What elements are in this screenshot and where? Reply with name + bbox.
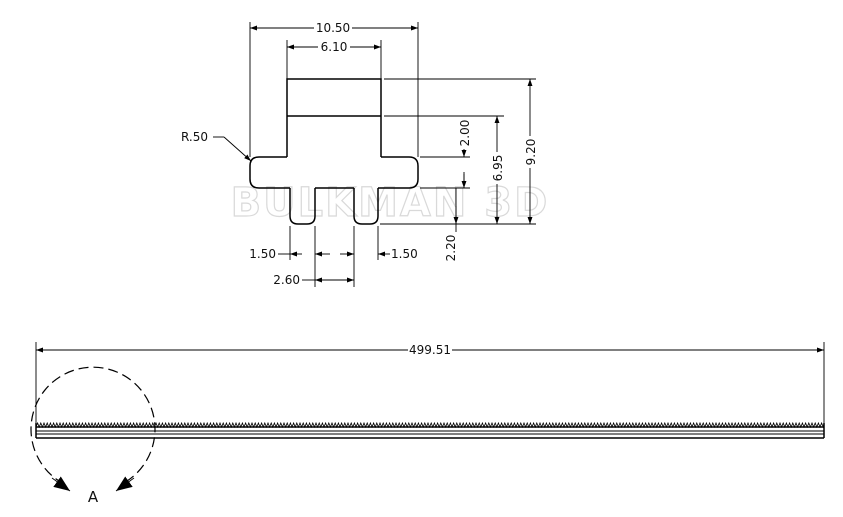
foot-height-label: 2.20	[444, 235, 458, 262]
overall-height-label: 9.20	[524, 139, 538, 166]
dimension-foot-right: 1.50	[340, 247, 418, 261]
foot-left-label: 1.50	[249, 247, 276, 261]
right-extension-lines	[380, 78, 536, 225]
dimension-foot-left: 1.50	[249, 247, 330, 261]
dimension-flange-height: 2.00	[458, 117, 473, 188]
dimension-overall-width: 10.50	[249, 21, 419, 157]
foot-gap-label: 2.60	[273, 273, 300, 287]
rack-length-label: 499.51	[409, 343, 451, 357]
height-to-flange-label: 6.95	[491, 155, 505, 182]
dimension-height-to-flange: 6.95	[491, 116, 506, 224]
rack-teeth	[35, 421, 825, 429]
dimension-rack-length: 499.51	[35, 342, 825, 438]
detail-view-callout: A	[30, 366, 156, 506]
dimension-corner-radius: R.50	[181, 130, 252, 162]
foot-right-label: 1.50	[391, 247, 418, 261]
top-width-label: 6.10	[321, 40, 348, 54]
dimension-foot-height: 2.20	[444, 188, 459, 264]
rack-side-view	[35, 421, 825, 439]
bottom-extension-lines	[289, 226, 379, 287]
dimension-overall-height: 9.20	[524, 79, 539, 224]
detail-label: A	[88, 488, 99, 506]
cross-section-profile	[249, 78, 419, 225]
dimension-foot-gap: 2.60	[273, 273, 354, 287]
flange-height-label: 2.00	[458, 120, 472, 147]
dimension-top-width: 6.10	[286, 40, 382, 79]
watermark-text: BULKMAN 3D	[231, 180, 550, 226]
corner-radius-label: R.50	[181, 130, 208, 144]
overall-width-label: 10.50	[316, 21, 350, 35]
